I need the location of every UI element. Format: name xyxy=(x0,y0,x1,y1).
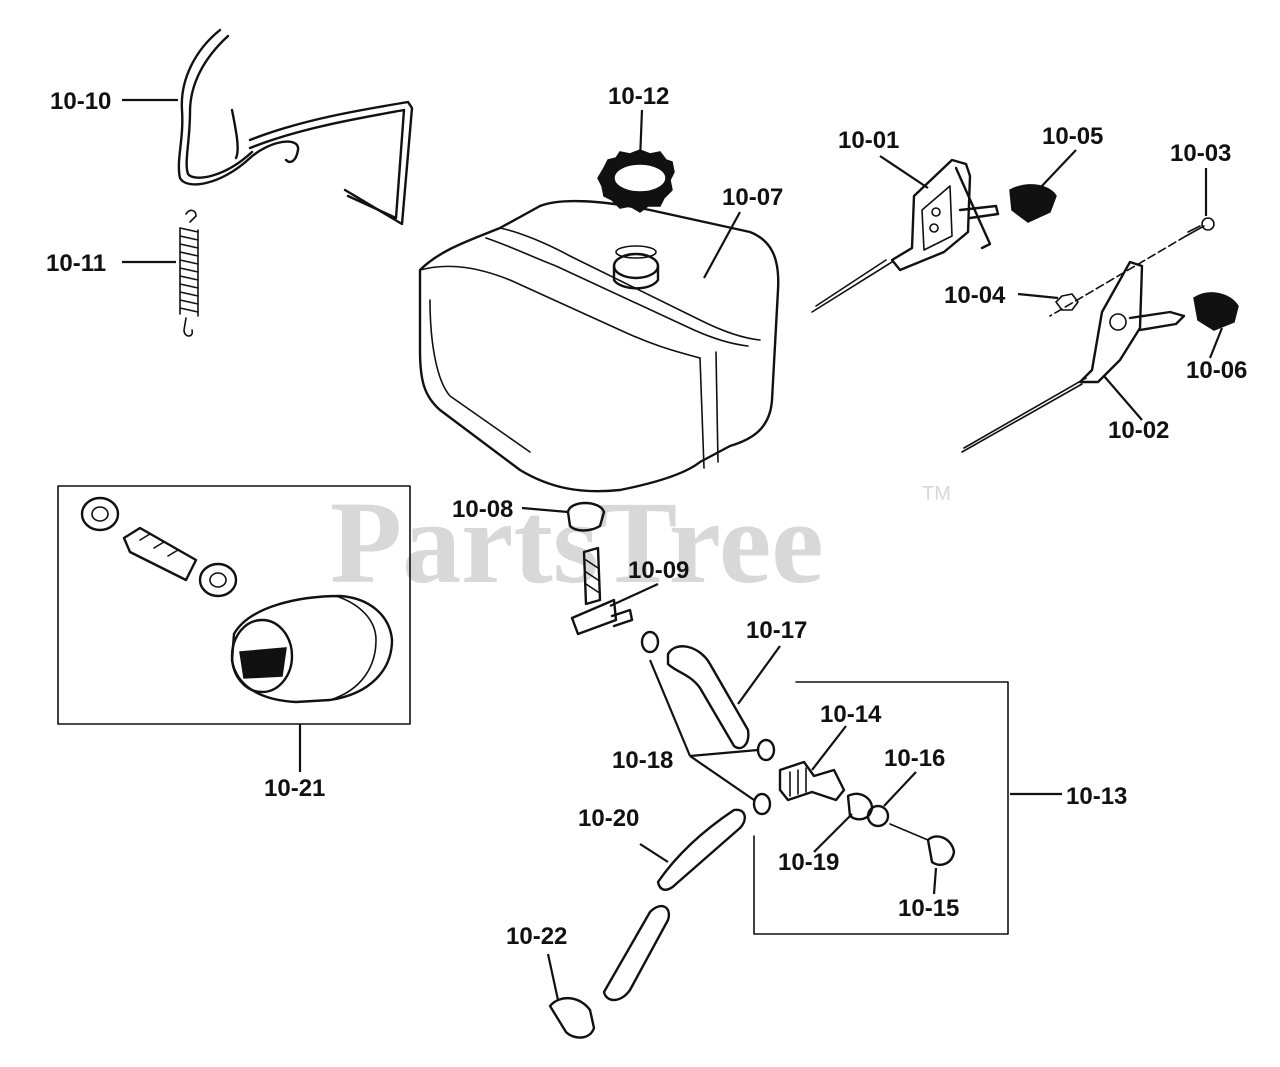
label-10-14: 10-14 xyxy=(820,701,882,728)
fuel-hose-bottom-drawing xyxy=(602,904,671,1002)
leader-lines xyxy=(122,98,1224,1001)
choke-knob-drawing xyxy=(1193,292,1239,331)
choke-control-drawing xyxy=(961,260,1186,453)
tank-bushing-drawing xyxy=(566,501,606,532)
throttle-knob-drawing xyxy=(1009,184,1057,223)
hose-clamps-drawing xyxy=(640,630,776,816)
part-labels: 10-10 10-11 10-12 10-07 10-01 10-05 10-0… xyxy=(46,83,1247,950)
label-10-02: 10-02 xyxy=(1108,417,1169,444)
shutoff-valve-drawing xyxy=(570,546,634,636)
inline-valve-kit-box xyxy=(753,681,1009,935)
label-10-13: 10-13 xyxy=(1066,783,1127,810)
watermark-text: PartsTree xyxy=(330,477,824,608)
fuel-cap-drawing xyxy=(597,149,675,213)
label-10-15: 10-15 xyxy=(898,895,959,922)
screw-nut-drawing xyxy=(1049,217,1215,317)
fuel-hose-upper-drawing xyxy=(666,645,750,750)
label-10-10: 10-10 xyxy=(50,88,111,115)
throttle-rod-drawing xyxy=(177,28,414,226)
label-10-21: 10-21 xyxy=(264,775,325,802)
label-10-19: 10-19 xyxy=(778,849,839,876)
label-10-22: 10-22 xyxy=(506,923,567,950)
label-10-11: 10-11 xyxy=(46,250,106,277)
label-10-03: 10-03 xyxy=(1170,140,1231,167)
throttle-control-drawing xyxy=(811,158,1000,313)
label-10-05: 10-05 xyxy=(1042,123,1103,150)
label-10-17: 10-17 xyxy=(746,617,807,644)
label-10-01: 10-01 xyxy=(838,127,899,154)
hose-clip-drawing xyxy=(548,997,596,1039)
watermark-trademark: TM xyxy=(922,483,951,505)
label-10-18: 10-18 xyxy=(612,747,673,774)
label-10-20: 10-20 xyxy=(578,805,639,832)
fuel-filter-kit-box xyxy=(57,485,411,725)
label-10-12: 10-12 xyxy=(608,83,669,110)
fuel-tank-drawing xyxy=(418,199,780,493)
spring-drawing xyxy=(179,209,199,337)
label-10-16: 10-16 xyxy=(884,745,945,772)
label-10-09: 10-09 xyxy=(628,557,689,584)
label-10-04: 10-04 xyxy=(944,282,1006,309)
fuel-hose-lower-drawing xyxy=(656,808,746,891)
label-10-08: 10-08 xyxy=(452,496,513,523)
label-10-06: 10-06 xyxy=(1186,357,1247,384)
label-10-07: 10-07 xyxy=(722,184,783,211)
